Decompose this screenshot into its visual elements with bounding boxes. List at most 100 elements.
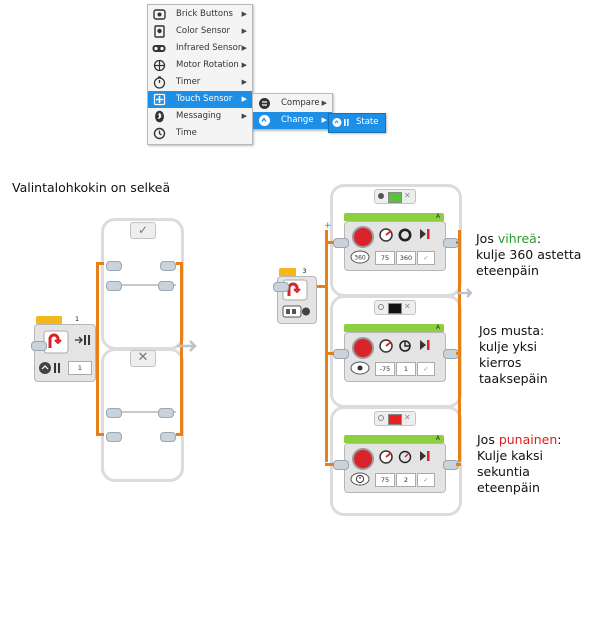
left-case-true-head[interactable]: ✓	[130, 222, 156, 239]
right-case-head-3[interactable]: ✕	[374, 411, 416, 426]
delete-case-icon[interactable]: ✕	[404, 413, 411, 422]
brick-buttons-icon	[153, 9, 166, 20]
menu-item-brick-buttons[interactable]: Brick Buttons▶	[148, 6, 252, 23]
chevron-right-icon: ▶	[241, 44, 247, 52]
seconds-field[interactable]: 2	[396, 473, 416, 487]
degrees-icon	[398, 228, 412, 242]
left-wire-bottom-right	[176, 433, 183, 436]
submenu-item-compare[interactable]: Compare▶	[253, 95, 332, 112]
brake-field[interactable]: ✓	[417, 473, 435, 487]
power-field[interactable]: -75	[375, 362, 395, 376]
right-wire-stub	[325, 352, 334, 355]
menu-item-motor-rotation[interactable]: Motor Rotation▶	[148, 57, 252, 74]
right-tab-value: 3	[296, 268, 313, 276]
left-wire-right-vertical	[180, 262, 183, 436]
brake-field[interactable]: ✓	[417, 362, 435, 376]
touch-sensor-icon	[153, 93, 166, 106]
radio-icon	[378, 193, 384, 199]
menu-item-messaging[interactable]: Messaging▶	[148, 108, 252, 125]
right-wire-stub	[325, 463, 334, 466]
right-wire-main	[315, 285, 328, 288]
degrees-mode-icon: 360	[350, 250, 370, 264]
submenu-item-state[interactable]: State	[329, 114, 385, 131]
black-swatch-icon	[388, 303, 402, 314]
left-wire-top-left	[96, 262, 104, 265]
right-plug	[273, 282, 289, 292]
chevron-right-icon: ▶	[241, 78, 247, 86]
state-submenu: State	[328, 113, 386, 133]
right-wire-stub	[456, 463, 461, 466]
left-case-false-head[interactable]: ✕	[130, 350, 156, 367]
port-tab: A	[344, 435, 444, 443]
note-black: Jos musta: kulje yksi kierros taaksepäin	[479, 323, 548, 386]
left-plug	[106, 432, 122, 442]
right-plug	[333, 349, 349, 359]
add-case-icon[interactable]: +	[324, 221, 332, 231]
note-red: Jos punainen: Kulje kaksi sekuntia eteen…	[477, 432, 562, 495]
degrees-field[interactable]: 360	[396, 251, 416, 265]
left-wire-left-vertical	[96, 262, 99, 436]
timer-icon	[153, 76, 166, 89]
bluetooth-icon	[155, 110, 164, 123]
chevron-right-icon: ▶	[241, 10, 247, 18]
left-plug	[160, 432, 176, 442]
clock-icon	[153, 127, 166, 140]
color-sensor-icon	[154, 25, 165, 38]
left-plug	[158, 281, 174, 291]
menu-item-time[interactable]: Time	[148, 125, 252, 142]
chevron-right-icon: ▶	[241, 61, 247, 69]
right-plug	[333, 460, 349, 470]
brake-icon	[420, 229, 430, 239]
power-field[interactable]: 75	[375, 473, 395, 487]
menu-item-touch-sensor[interactable]: Touch Sensor▶	[148, 91, 252, 108]
brake-field[interactable]: ✓	[417, 251, 435, 265]
right-wire-right-vertical	[458, 230, 461, 462]
color-sensor-icon	[282, 305, 310, 318]
steering-icon	[379, 450, 393, 464]
green-swatch-icon	[388, 192, 402, 203]
menu-item-infrared-sensor[interactable]: Infrared Sensor▶	[148, 40, 252, 57]
switch-icon	[282, 279, 308, 301]
left-case-line-2	[108, 411, 176, 413]
change-icon	[259, 115, 270, 126]
chevron-right-icon: ▶	[321, 116, 327, 124]
timer-mode-icon	[350, 472, 370, 486]
switch-icon	[43, 330, 69, 354]
submenu-item-change[interactable]: Change▶	[253, 112, 332, 129]
radio-icon	[378, 304, 384, 310]
delete-case-icon[interactable]: ✕	[404, 302, 411, 311]
brake-icon	[420, 340, 430, 350]
motor-icon	[352, 448, 374, 470]
left-switch-field[interactable]: 1	[68, 361, 92, 375]
motor-icon	[352, 337, 374, 359]
left-plug	[160, 261, 176, 271]
right-wire-stub	[456, 241, 461, 244]
steering-icon	[379, 228, 393, 242]
right-wire-stub	[456, 352, 461, 355]
rotations-mode-icon	[350, 361, 370, 375]
port-tab: A	[344, 213, 444, 221]
brake-icon	[420, 451, 430, 461]
touch-state-icon	[39, 362, 60, 374]
menu-item-color-sensor[interactable]: Color Sensor▶	[148, 23, 252, 40]
left-caption: Valintalohkokin on selkeä	[12, 180, 171, 195]
left-tab-value: 1	[62, 316, 92, 324]
left-plug	[106, 261, 122, 271]
delete-case-icon[interactable]: ✕	[404, 191, 411, 200]
left-wire-top-right	[176, 262, 183, 265]
compare-icon	[259, 98, 270, 109]
state-icon	[332, 118, 349, 127]
red-swatch-icon	[388, 414, 402, 425]
left-plug	[106, 281, 122, 291]
rotations-field[interactable]: 1	[396, 362, 416, 376]
touch-submenu: Compare▶ Change▶	[252, 93, 333, 130]
chevron-right-icon: ▶	[241, 112, 247, 120]
radio-icon	[378, 415, 384, 421]
right-case-head-1[interactable]: ✕	[374, 189, 416, 204]
svg-text:360: 360	[354, 255, 366, 262]
menu-item-timer[interactable]: Timer▶	[148, 74, 252, 91]
right-wire-stub	[325, 241, 334, 244]
power-field[interactable]: 75	[375, 251, 395, 265]
left-wire-bottom-left	[96, 433, 104, 436]
right-case-head-2[interactable]: ✕	[374, 300, 416, 315]
